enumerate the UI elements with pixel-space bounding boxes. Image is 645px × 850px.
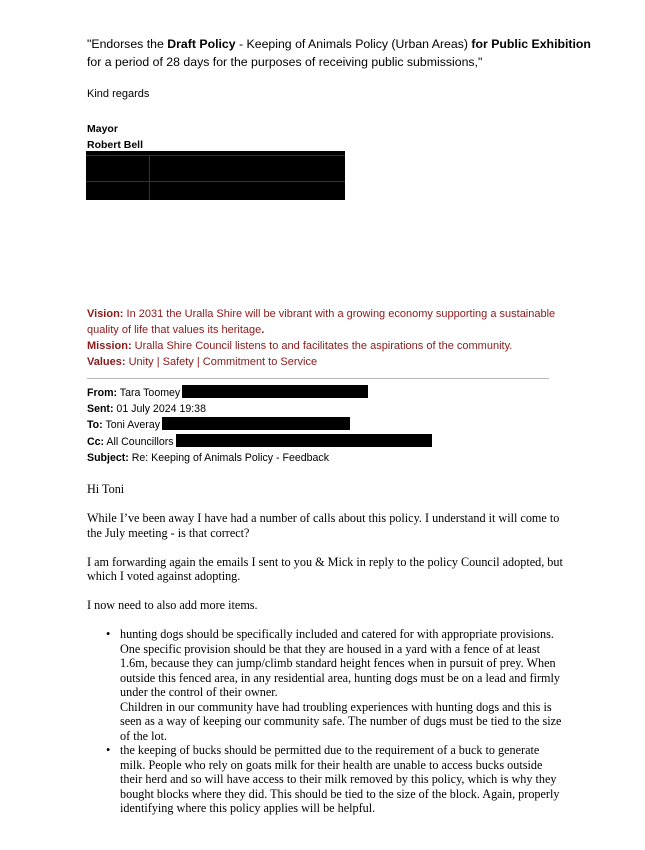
mission-label: Mission:	[87, 340, 132, 352]
paragraph-2: I am forwarding again the emails I sent …	[87, 554, 563, 584]
redacted-email-to	[162, 417, 351, 431]
to-row: To: Toni Averay	[87, 417, 432, 433]
greeting: Hi Toni	[87, 482, 125, 496]
list-item: • hunting dogs should be specifically in…	[106, 627, 567, 743]
quote-suffix: for a period of 28 days for the purposes…	[87, 55, 483, 69]
divider	[87, 378, 549, 379]
from-label: From:	[87, 387, 118, 399]
quote-prefix: "Endorses the	[87, 37, 168, 51]
redaction-gridline	[86, 155, 345, 156]
signature-title: Mayor	[87, 123, 118, 135]
bullet-icon: •	[106, 627, 111, 641]
from-row: From: Tara Toomey	[87, 385, 432, 401]
redaction-block	[86, 151, 345, 200]
to-label: To:	[87, 419, 103, 432]
values-line: Values: Unity | Safety | Commitment to S…	[87, 354, 567, 370]
sent-row: Sent: 01 July 2024 19:38	[87, 401, 432, 417]
bullet-icon: •	[106, 743, 111, 757]
sent-label: Sent:	[87, 403, 114, 416]
cc-value: All Councillors	[104, 435, 174, 448]
quote-mid: - Keeping of Animals Policy (Urban Areas…	[235, 37, 472, 51]
subject-value: Re: Keeping of Animals Policy - Feedback	[128, 451, 330, 464]
paragraph-3: I now need to also add more items.	[87, 598, 258, 612]
subject-row: Subject: Re: Keeping of Animals Policy -…	[87, 450, 432, 466]
cc-row: Cc: All Councillors	[87, 433, 432, 450]
subject-label: Subject:	[87, 451, 129, 464]
values-text: Unity | Safety | Commitment to Service	[125, 356, 318, 368]
paragraph-1: While I’ve been away I have had a number…	[87, 511, 560, 540]
redaction-gridline	[86, 181, 345, 182]
vision-text: In 2031 the Uralla Shire will be vibrant…	[87, 308, 556, 336]
list-item-extra: Children in our community have had troub…	[120, 699, 562, 743]
redacted-email-cc	[175, 433, 432, 447]
sent-value: 01 July 2024 19:38	[113, 403, 206, 416]
council-footer: Vision: In 2031 the Uralla Shire will be…	[87, 306, 567, 370]
quote-bold-public-exhibition: for Public Exhibition	[471, 37, 591, 51]
vision-label: Vision:	[87, 308, 124, 320]
list-item-text: hunting dogs should be specifically incl…	[120, 627, 560, 699]
quote-bold-draft-policy: Draft Policy	[167, 37, 236, 51]
email-header: From: Tara Toomey Sent: 01 July 2024 19:…	[87, 385, 432, 466]
mission-line: Mission: Uralla Shire Council listens to…	[87, 338, 567, 354]
list-item-text: the keeping of bucks should be permitted…	[120, 743, 560, 815]
list-item: • the keeping of bucks should be permitt…	[106, 743, 567, 816]
endorsement-quote: "Endorses the Draft Policy - Keeping of …	[87, 35, 607, 71]
signature-name: Robert Bell	[87, 139, 144, 151]
mission-text: Uralla Shire Council listens to and faci…	[131, 340, 513, 352]
to-value: Toni Averay	[102, 419, 161, 432]
values-label: Values:	[87, 356, 126, 368]
letter-body: Hi Toni While I’ve been away I have had …	[87, 482, 567, 816]
redacted-email-from	[182, 385, 369, 398]
kind-regards: Kind regards	[87, 88, 150, 100]
bullet-list: • hunting dogs should be specifically in…	[87, 627, 567, 816]
redaction-gridline	[149, 155, 150, 200]
vision-line: Vision: In 2031 the Uralla Shire will be…	[87, 306, 567, 338]
signature-block: Mayor Robert Bell	[87, 121, 143, 153]
vision-period: .	[261, 324, 265, 336]
cc-label: Cc:	[87, 435, 105, 448]
from-value: Tara Toomey	[117, 387, 181, 399]
